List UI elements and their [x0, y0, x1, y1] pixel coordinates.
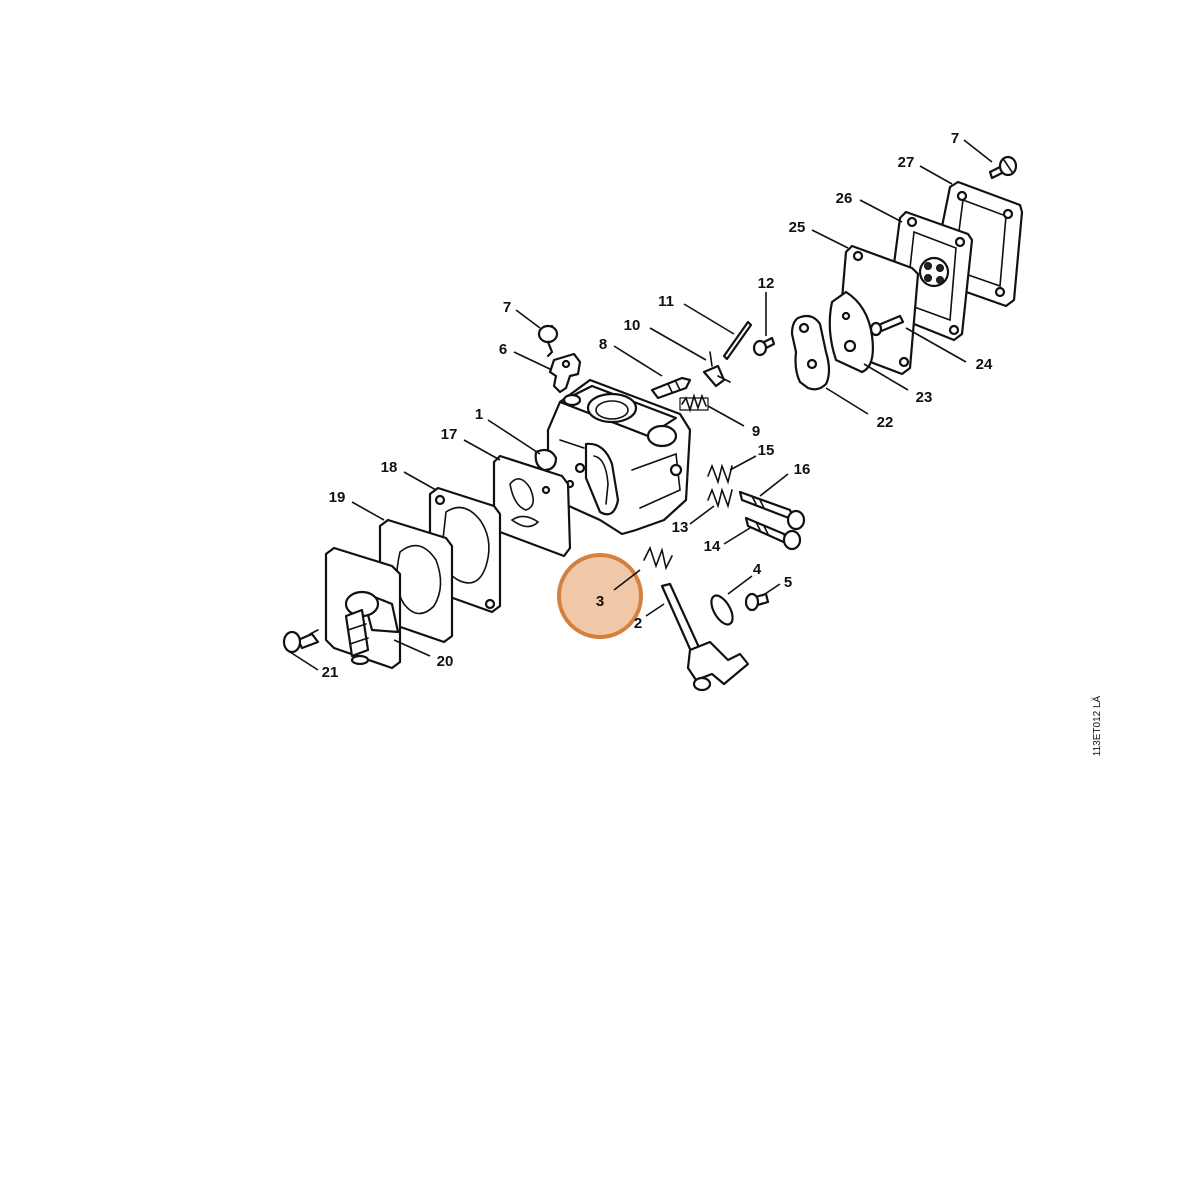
part-8-inlet-needle: [650, 376, 692, 400]
callout-8[interactable]: 8: [599, 336, 663, 377]
callout-label: 4: [753, 561, 762, 578]
callout-10[interactable]: 10: [624, 317, 707, 361]
callout-22[interactable]: 22: [825, 387, 894, 431]
callout-2[interactable]: 2: [634, 603, 665, 632]
part-21-screw: [282, 629, 320, 654]
callout-label: 27: [898, 154, 915, 171]
callout-1[interactable]: 1: [475, 406, 541, 455]
callout-27[interactable]: 27: [898, 154, 953, 185]
callout-label: 6: [499, 341, 507, 358]
callout-15[interactable]: 15: [729, 442, 775, 471]
callout-7-top[interactable]: 7: [951, 130, 993, 163]
callout-26[interactable]: 26: [836, 190, 903, 223]
part-16-adjusting-screw: [738, 490, 806, 531]
part-2-throttle-shaft: [660, 582, 750, 692]
callout-label: 24: [976, 356, 993, 373]
part-14-adjusting-screw: [744, 516, 802, 551]
callout-16[interactable]: 16: [759, 461, 811, 497]
part-10-inlet-lever: [702, 351, 731, 388]
callout-12[interactable]: 12: [758, 275, 775, 336]
callout-23[interactable]: 23: [863, 363, 933, 406]
callout-label: 19: [329, 489, 346, 506]
callout-7-left[interactable]: 7: [503, 299, 541, 329]
callout-label: 7: [951, 130, 959, 147]
callout-4[interactable]: 4: [727, 561, 762, 595]
callout-label: 11: [658, 293, 674, 310]
callout-label: 5: [784, 574, 792, 591]
callout-label: 18: [381, 459, 398, 476]
callout-5[interactable]: 5: [761, 574, 792, 597]
part-1-carburetor-body: [534, 378, 692, 536]
callout-label: 13: [672, 519, 689, 536]
callout-label: 20: [437, 653, 454, 670]
callout-3-label: 3: [596, 593, 604, 610]
part-22-lever-plate: [790, 314, 831, 391]
part-5-screw: [744, 592, 770, 612]
part-6-bracket: [548, 352, 582, 394]
callout-label: 14: [704, 538, 721, 555]
part-13-spring: [707, 487, 733, 509]
part-15-spring: [707, 463, 733, 485]
part-23-diaphragm-plate: [828, 290, 874, 374]
callout-label: 16: [794, 461, 811, 478]
part-7-screw-left: [537, 324, 559, 358]
callout-label: 15: [758, 442, 775, 459]
callout-label: 10: [624, 317, 641, 334]
callout-19[interactable]: 19: [329, 489, 385, 521]
callout-label: 7: [503, 299, 511, 316]
callout-label: 25: [789, 219, 806, 236]
callout-17[interactable]: 17: [441, 426, 501, 461]
callout-label: 9: [752, 423, 760, 440]
callout-20[interactable]: 20: [393, 639, 454, 670]
callout-label: 2: [634, 615, 642, 632]
part-4-washer: [710, 594, 734, 626]
part-9-spring: [679, 393, 709, 413]
callout-11[interactable]: 11: [658, 293, 735, 335]
part-11-pin: [722, 320, 753, 361]
callout-21[interactable]: 21: [289, 651, 339, 681]
callout-13[interactable]: 13: [672, 505, 715, 536]
callout-25[interactable]: 25: [789, 219, 849, 249]
callout-label: 8: [599, 336, 607, 353]
callout-label: 22: [877, 414, 894, 431]
part-12-screw: [752, 336, 776, 357]
part-7-screw-top: [988, 155, 1018, 180]
callout-24[interactable]: 24: [905, 327, 993, 373]
callout-label: 23: [916, 389, 933, 406]
callout-label: 12: [758, 275, 775, 292]
callout-3-highlight[interactable]: 3: [557, 553, 643, 639]
callout-label: 26: [836, 190, 853, 207]
callout-label: 21: [322, 664, 339, 681]
callouts: 7 27 26 25 24 23 22 12: [289, 130, 993, 681]
drawing-reference-code: 113ET012 LÄ: [1091, 695, 1103, 756]
part-3-spring: [643, 545, 673, 571]
callout-9[interactable]: 9: [707, 405, 760, 440]
callout-6[interactable]: 6: [499, 341, 553, 371]
part-17-gasket: [492, 454, 572, 558]
callout-18[interactable]: 18: [381, 459, 437, 491]
part-20-pump-cover: [324, 546, 402, 670]
callout-label: 17: [441, 426, 458, 443]
callout-label: 1: [475, 406, 483, 423]
callout-14[interactable]: 14: [704, 527, 751, 555]
